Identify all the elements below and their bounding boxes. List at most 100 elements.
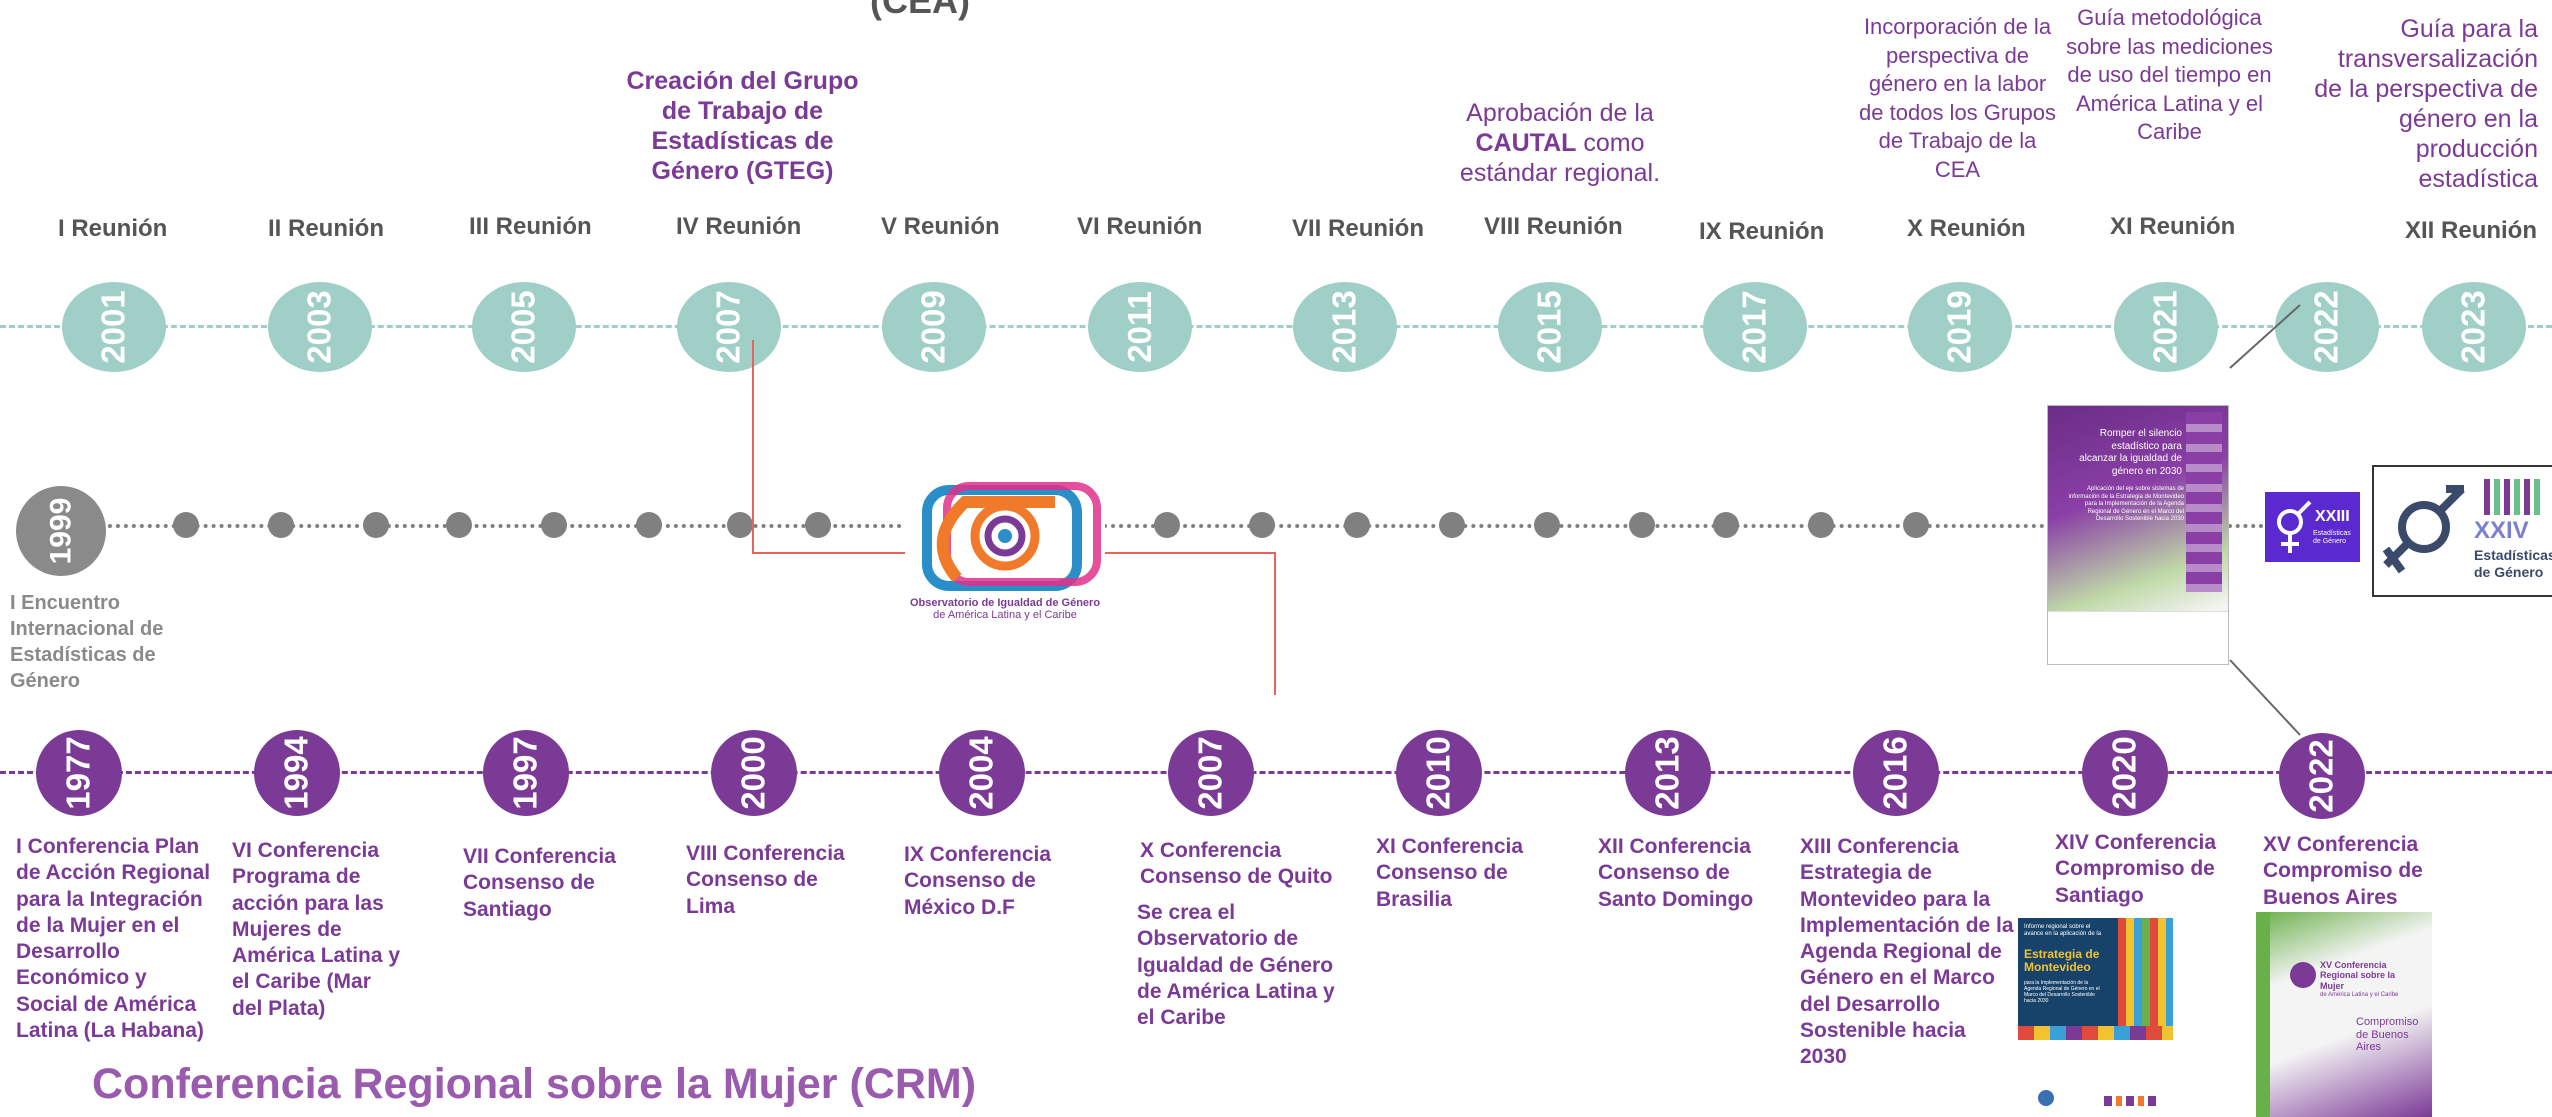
- encuentro-dot: [1439, 512, 1465, 538]
- crm-conference-text: XV Conferencia Compromiso de Buenos Aire…: [2263, 833, 2423, 909]
- cea-year-circle: 2022: [2275, 282, 2379, 372]
- reunion-label: IV Reunión: [676, 213, 802, 240]
- crm-conference-text: XI Conferencia Consenso de Brasilia: [1376, 835, 1524, 911]
- logo-xxiii-encuentro: XXIII Estadísticas de Género: [2265, 492, 2360, 562]
- cea-year-circle: 2003: [268, 282, 372, 372]
- un-logo-small: [2038, 1090, 2054, 1106]
- cover-2030-title: Romper el silencio estadístico para alca…: [2079, 428, 2182, 477]
- crm-conference-extra: Se crea el Observatorio de Igualdad de G…: [1137, 901, 1335, 1029]
- crm-section-title: Conferencia Regional sobre la Mujer (CRM…: [92, 1060, 977, 1108]
- cea-year-circle: 2021: [2114, 282, 2218, 372]
- reunion-label: XI Reunión: [2110, 213, 2236, 240]
- observatorio-logo: Observatorio de Igualdad de Género de Am…: [905, 480, 1105, 630]
- crm-conference-text: XIII Conferencia Estrategia de Montevide…: [1800, 835, 2014, 1068]
- gray-connector-bottom: [2229, 659, 2301, 736]
- cea-year-circle: 2019: [1908, 282, 2012, 372]
- logo-xxiv-bars: [2484, 479, 2544, 515]
- crm-year-circle: 2010: [1396, 730, 1482, 816]
- partner-logos-small: [2104, 1096, 2156, 1106]
- year-label: 2022: [2302, 739, 2340, 813]
- encuentro-dot: [173, 512, 199, 538]
- cover-compromiso-buenos-aires: XV Conferencia Regional sobre la Mujer d…: [2256, 912, 2432, 1117]
- year-label: 2020: [2105, 736, 2143, 810]
- cea-timeline-line: [0, 325, 2552, 328]
- year-label: 2016: [1876, 736, 1914, 810]
- cover-ba-left-bar: [2256, 912, 2270, 1117]
- cover-montevideo-title: Estrategia de Montevideo: [2024, 947, 2100, 975]
- crm-conference-text: XIV Conferencia Compromiso de Santiago: [2055, 831, 2217, 907]
- observatorio-line2: de América Latina y el Caribe: [933, 609, 1077, 621]
- reunion-label: VIII Reunión: [1484, 213, 1623, 240]
- year-label: 1997: [506, 736, 544, 810]
- crm-conference-text: VIII Conferencia Consenso de Lima: [686, 842, 845, 918]
- encuentro-dot: [1629, 512, 1655, 538]
- cea-year-circle: 2007: [677, 282, 781, 372]
- logo-xxiv-encuentro: XXIV Estadísticas de Género: [2372, 465, 2552, 597]
- cover-estrategia-montevideo: Informe regional sobre el avance en la a…: [2018, 918, 2173, 1040]
- note-2021: Guía metodológica sobre las mediciones d…: [2066, 5, 2273, 145]
- year-label: 2010: [1419, 736, 1457, 810]
- logo-xxiv-sub2: de Género: [2474, 564, 2544, 580]
- note-2015-cautal: Aprobación de la CAUTAL como estándar re…: [1440, 98, 1680, 188]
- crm-year-circle: 2000: [711, 730, 797, 816]
- encuentro-dot: [636, 512, 662, 538]
- year-label: 1977: [59, 736, 97, 810]
- note-2015-bold: CAUTAL: [1475, 129, 1577, 157]
- crm-year-circle: 2007: [1168, 730, 1254, 816]
- encuentro-dot: [805, 512, 831, 538]
- cea-year-circle: 2013: [1293, 282, 1397, 372]
- encuentro-dot: [268, 512, 294, 538]
- crm-conference-text: IX Conferencia Consenso de México D.F: [904, 843, 1052, 919]
- cover-montevideo-bottom: [2018, 1026, 2173, 1040]
- cover-2030-footer: [2048, 611, 2228, 664]
- encuentro-dot: [1534, 512, 1560, 538]
- encuentro-dot: [1808, 512, 1834, 538]
- reunion-label: I Reunión: [58, 215, 168, 242]
- crm-year-circle: 1977: [36, 730, 122, 816]
- reunion-label: X Reunión: [1907, 215, 2026, 242]
- cover-ba-title: XV Conferencia Regional sobre la Mujer: [2320, 960, 2396, 991]
- encuentro-label: I Encuentro Internacional de Estadística…: [10, 592, 164, 692]
- cea-year-circle: 2015: [1498, 282, 1602, 372]
- reunion-label: IX Reunión: [1699, 218, 1825, 245]
- reunion-label: III Reunión: [469, 213, 592, 240]
- crm-conference-text: VI Conferencia Programa de acción para l…: [232, 839, 401, 1020]
- cover-ba-sub: de América Latina y el Caribe: [2320, 992, 2399, 998]
- year-label: 2013: [1648, 736, 1686, 810]
- crm-conference-text: VII Conferencia Consenso de Santiago: [463, 845, 616, 921]
- cea-year-circle: 2023: [2422, 282, 2526, 372]
- note-2019: Incorporación de la perspectiva de géner…: [1859, 14, 2056, 182]
- observatorio-line1: Observatorio de Igualdad de Género: [909, 597, 1101, 609]
- observatorio-logo-icon: [922, 482, 1101, 591]
- year-label: 2000: [734, 736, 772, 810]
- year-label: 2004: [962, 736, 1000, 810]
- cea-year-circle: 2001: [62, 282, 166, 372]
- note-2015-post: como estándar regional.: [1459, 129, 1661, 187]
- crm-year-circle: 1997: [483, 730, 569, 816]
- cea-year-circle: 2009: [882, 282, 986, 372]
- cover-ba-logo: [2290, 962, 2316, 988]
- encuentro-dot: [727, 512, 753, 538]
- encuentro-dot: [1154, 512, 1180, 538]
- cover-2030-subtitle: Aplicación del eje sobre sistemas de inf…: [2068, 486, 2184, 522]
- cover-montevideo-small: Informe regional sobre el avance en la a…: [2024, 924, 2102, 938]
- reunion-label: VII Reunión: [1292, 215, 1424, 242]
- year-label: 1994: [277, 736, 315, 810]
- encuentro-line-left: [100, 524, 910, 528]
- year-label: 2007: [1191, 736, 1229, 810]
- gender-symbol-icon: [2382, 485, 2465, 574]
- crm-year-circle: 2013: [1625, 730, 1711, 816]
- top-title-fragment: (CEA): [870, 0, 970, 21]
- gender-symbol-icon: [2277, 500, 2312, 553]
- cover-montevideo-stripes: [2118, 918, 2173, 1040]
- encuentro-dot: [541, 512, 567, 538]
- encuentro-dot: [1903, 512, 1929, 538]
- encuentro-dot: [1344, 512, 1370, 538]
- crm-year-circle: 2016: [1853, 730, 1939, 816]
- reunion-label: II Reunión: [268, 215, 384, 242]
- cover-ba-compromiso: Compromiso de Buenos Aires: [2356, 1016, 2419, 1054]
- cover-montevideo-sub: para la Implementación de la Agenda Regi…: [2024, 980, 2100, 1004]
- encuentro-year-circle: 1999: [16, 486, 106, 576]
- encuentro-line-right: [1095, 524, 2045, 528]
